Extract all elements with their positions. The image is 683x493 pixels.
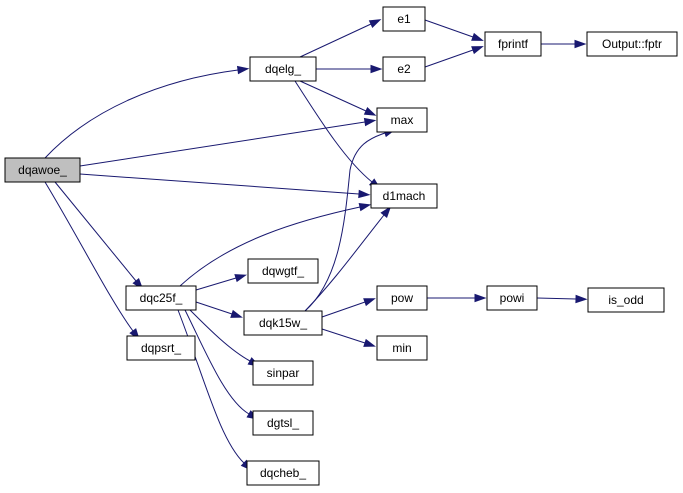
node-min[interactable]: min bbox=[376, 335, 428, 361]
arrowhead-fprintf-to-output_fptr bbox=[574, 39, 587, 49]
edge-dqc25f-to-sinpar bbox=[189, 309, 251, 362]
arrowhead-e1-to-fprintf bbox=[471, 32, 484, 41]
arrowhead-powi-to-is_odd bbox=[575, 294, 588, 304]
node-e1[interactable]: e1 bbox=[382, 6, 426, 32]
arrowhead-dqc25f-to-dqwgtf bbox=[234, 274, 248, 283]
edge-dqk15w-to-max bbox=[304, 132, 386, 312]
node-dqc25f-box bbox=[125, 285, 197, 311]
edge-powi-to-is_odd bbox=[536, 297, 577, 300]
edge-dqc25f-to-dgtsl bbox=[184, 309, 250, 415]
node-dqc25f[interactable]: dqc25f_ bbox=[125, 285, 197, 311]
edge-e1-to-fprintf bbox=[424, 19, 474, 38]
node-dgtsl[interactable]: dgtsl_ bbox=[252, 410, 314, 436]
node-output_fptr-box bbox=[586, 31, 678, 57]
node-e2-label: e2 bbox=[397, 62, 411, 76]
arrowhead-dqawoe-to-d1mach bbox=[358, 189, 371, 199]
arrowhead-dqelg-to-max bbox=[363, 106, 377, 116]
node-dqcheb[interactable]: dqcheb_ bbox=[246, 460, 320, 486]
node-dqawoe[interactable]: dqawoe_ bbox=[4, 157, 81, 183]
node-dqk15w-box bbox=[243, 310, 323, 336]
node-pow-box bbox=[376, 285, 428, 311]
node-min-box bbox=[376, 335, 428, 361]
node-dqk15w[interactable]: dqk15w_ bbox=[243, 310, 323, 336]
arrowhead-dqawoe-to-max bbox=[363, 117, 377, 127]
node-dqelg-box bbox=[249, 56, 317, 82]
node-sinpar[interactable]: sinpar bbox=[252, 360, 314, 386]
node-powi-box bbox=[486, 285, 538, 311]
edge-dqelg-to-e1 bbox=[299, 23, 372, 58]
edge-dqawoe-to-dqc25f bbox=[54, 181, 137, 282]
edge-e2-to-fprintf bbox=[424, 49, 474, 68]
arrowhead-dqawoe-to-dqelg bbox=[236, 65, 250, 75]
node-dqpsrt-label: dqpsrt_ bbox=[141, 341, 181, 355]
node-output_fptr[interactable]: Output::fptr bbox=[586, 31, 678, 57]
edge-dqc25f-to-dqwgtf bbox=[195, 277, 237, 291]
node-fprintf-label: fprintf bbox=[498, 37, 529, 51]
edge-dqawoe-to-d1mach bbox=[79, 173, 360, 195]
node-dqwgtf-label: dqwgtf_ bbox=[262, 264, 304, 278]
node-fprintf-box bbox=[484, 31, 542, 57]
edge-dqk15w-to-d1mach bbox=[304, 214, 385, 312]
node-dqwgtf[interactable]: dqwgtf_ bbox=[247, 258, 319, 284]
edge-dqawoe-to-dqpsrt bbox=[44, 181, 134, 332]
edge-dqc25f-to-dqcheb bbox=[177, 309, 245, 464]
edge-layer bbox=[44, 19, 588, 471]
node-dqk15w-label: dqk15w_ bbox=[259, 316, 307, 330]
node-is_odd-label: is_odd bbox=[608, 293, 643, 307]
arrowhead-dqk15w-to-min bbox=[363, 338, 376, 347]
node-dqcheb-label: dqcheb_ bbox=[260, 466, 306, 480]
arrowhead-dqk15w-to-pow bbox=[363, 298, 376, 307]
node-dqpsrt[interactable]: dqpsrt_ bbox=[126, 335, 196, 361]
node-powi-label: powi bbox=[500, 291, 525, 305]
node-dqelg[interactable]: dqelg_ bbox=[249, 56, 317, 82]
node-min-label: min bbox=[392, 341, 411, 355]
node-d1mach-box bbox=[370, 183, 438, 209]
arrowhead-pow-to-powi bbox=[474, 293, 487, 303]
arrowhead-dqc25f-to-d1mach bbox=[358, 202, 372, 212]
arrowhead-dqelg-to-e1 bbox=[368, 19, 382, 29]
node-dqelg-label: dqelg_ bbox=[265, 62, 301, 76]
node-dqc25f-label: dqc25f_ bbox=[140, 291, 183, 305]
edge-dqk15w-to-min bbox=[321, 328, 366, 344]
edge-dqc25f-to-dqk15w bbox=[195, 301, 233, 315]
node-dqwgtf-box bbox=[247, 258, 319, 284]
arrowhead-dqk15w-to-d1mach bbox=[380, 206, 392, 219]
edge-dqelg-to-d1mach bbox=[294, 80, 373, 183]
edge-dqc25f-to-d1mach bbox=[179, 206, 361, 287]
node-sinpar-label: sinpar bbox=[267, 366, 300, 380]
edge-dqawoe-to-dqelg bbox=[44, 69, 239, 159]
node-dqawoe-label: dqawoe_ bbox=[18, 163, 67, 177]
arrowhead-e2-to-fprintf bbox=[471, 46, 484, 55]
node-max[interactable]: max bbox=[376, 107, 428, 133]
node-output_fptr-label: Output::fptr bbox=[602, 37, 662, 51]
edge-dqelg-to-max bbox=[299, 80, 367, 112]
node-pow[interactable]: pow bbox=[376, 285, 428, 311]
node-fprintf[interactable]: fprintf bbox=[484, 31, 542, 57]
node-d1mach[interactable]: d1mach bbox=[370, 183, 438, 209]
node-powi[interactable]: powi bbox=[486, 285, 538, 311]
edge-dqk15w-to-pow bbox=[321, 301, 366, 318]
arrowhead-dqelg-to-e2 bbox=[370, 64, 383, 74]
node-e1-box bbox=[382, 6, 426, 32]
node-dqpsrt-box bbox=[126, 335, 196, 361]
node-is_odd-box bbox=[587, 287, 665, 313]
node-dgtsl-label: dgtsl_ bbox=[267, 416, 299, 430]
node-e2[interactable]: e2 bbox=[382, 56, 426, 82]
node-d1mach-label: d1mach bbox=[383, 189, 426, 203]
node-max-label: max bbox=[391, 113, 414, 127]
node-sinpar-box bbox=[252, 360, 314, 386]
node-e2-box bbox=[382, 56, 426, 82]
node-pow-label: pow bbox=[391, 291, 413, 305]
node-is_odd[interactable]: is_odd bbox=[587, 287, 665, 313]
node-max-box bbox=[376, 107, 428, 133]
arrowhead-dqc25f-to-dqk15w bbox=[230, 309, 243, 318]
node-dgtsl-box bbox=[252, 410, 314, 436]
node-e1-label: e1 bbox=[397, 12, 411, 26]
node-dqawoe-box bbox=[4, 157, 81, 183]
node-dqcheb-box bbox=[246, 460, 320, 486]
edge-dqawoe-to-max bbox=[79, 121, 366, 167]
